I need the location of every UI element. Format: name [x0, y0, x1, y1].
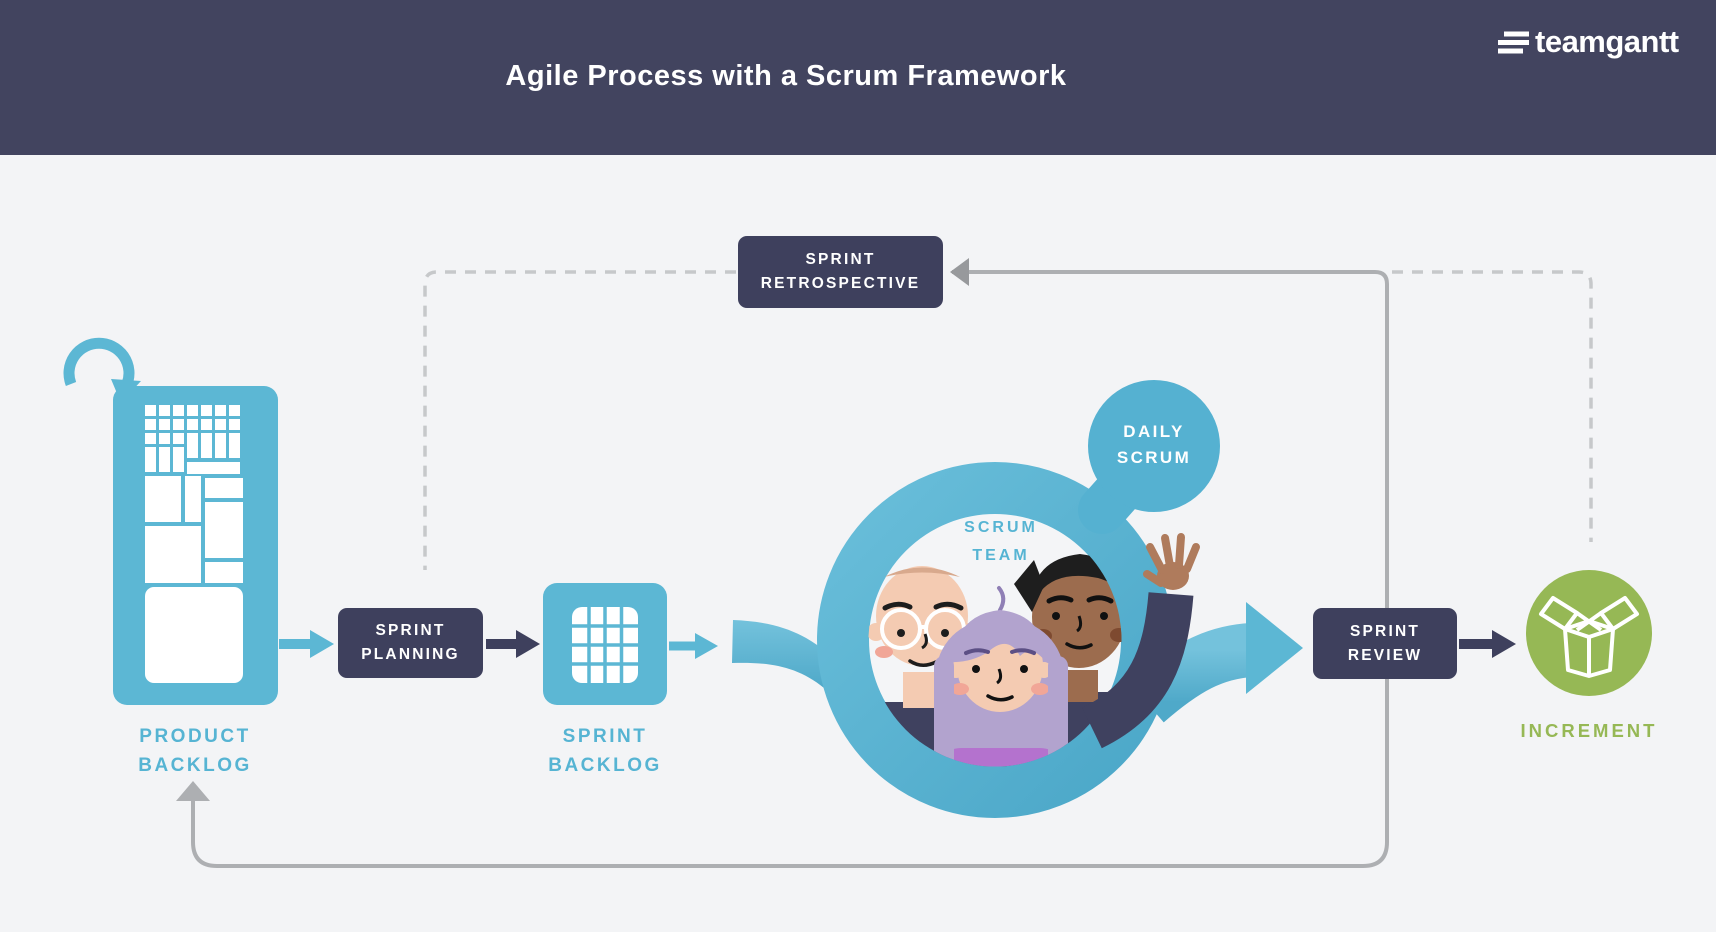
- brand-name: teamgantt: [1535, 24, 1679, 59]
- arrow-backlog-to-team: [669, 633, 718, 659]
- ribbon-into-ring: [732, 620, 844, 688]
- sprint-backlog-icon: [543, 583, 667, 705]
- product-backlog-label: PRODUCT BACKLOG: [138, 726, 252, 776]
- header-bar: Agile Process with a Scrum Framework tea…: [0, 0, 1716, 155]
- sprint-retrospective-label: SPRINT RETROSPECTIVE: [760, 251, 921, 292]
- increment-label: INCREMENT: [1520, 720, 1658, 741]
- gantt-bars-icon: [1498, 31, 1529, 53]
- daily-scrum-label: DAILY SCRUM: [1116, 422, 1192, 467]
- arrow-backlog-to-planning: [279, 630, 334, 658]
- product-backlog-icon: [113, 386, 278, 705]
- open-box-icon: [1539, 596, 1639, 678]
- solid-feedback-loop: [176, 258, 1389, 868]
- arrowhead-into-product-backlog: [176, 781, 210, 801]
- arrow-review-to-increment: [1459, 630, 1516, 658]
- dashed-retro-to-planning: [423, 270, 736, 570]
- node-sprint-review: SPRINT REVIEW: [1313, 608, 1457, 679]
- arrowhead-into-retrospective: [950, 258, 969, 286]
- node-sprint-planning: SPRINT PLANNING: [338, 608, 483, 678]
- raised-arm-and-hand: [1081, 533, 1200, 749]
- brand-logo: teamgantt: [1498, 24, 1679, 60]
- dashed-connectors: [423, 270, 1593, 570]
- increment-icon: [1526, 570, 1652, 696]
- sprint-planning-label: SPRINT PLANNING: [361, 622, 460, 663]
- arrow-planning-to-backlog: [486, 630, 540, 658]
- sprint-backlog-label: SPRINT BACKLOG: [548, 726, 662, 776]
- daily-scrum-bubble: [1088, 380, 1220, 512]
- sprint-review-label: SPRINT REVIEW: [1347, 622, 1423, 664]
- node-sprint-retrospective: SPRINT RETROSPECTIVE: [738, 236, 943, 308]
- person-middle: [928, 586, 1073, 767]
- page-title: Agile Process with a Scrum Framework: [505, 60, 1067, 92]
- scrum-team-label: SCRUM TEAM: [964, 519, 1038, 564]
- dashed-corner-to-increment: [1392, 270, 1593, 542]
